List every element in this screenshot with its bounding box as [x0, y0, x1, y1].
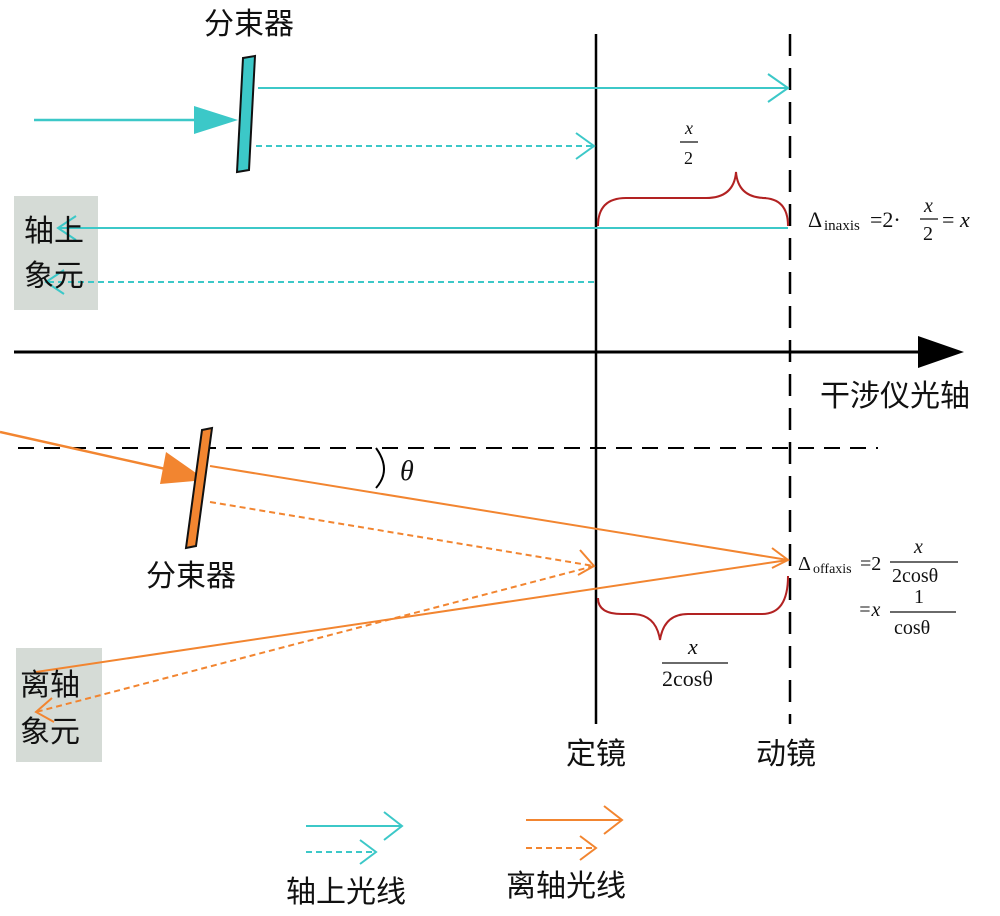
offaxis-subscript: offaxis: [813, 562, 852, 577]
onaxis-incoming-arrowhead: [194, 106, 238, 134]
offaxis-beam-to-fixed-mirror: [209, 501, 595, 567]
offaxis-pixel-label-line1: 离轴: [20, 668, 80, 703]
offaxis-beamsplitter: [184, 426, 214, 550]
offaxis-pixel-label-line2: 象元: [20, 715, 80, 750]
onaxis-pixel-box: [14, 196, 98, 310]
legend-offaxis-dashed-arrowhead: [579, 835, 598, 861]
offaxis-return-arrowhead: [34, 697, 55, 723]
onaxis-beam-arrowhead-1: [767, 73, 790, 103]
offaxis-frac-num: x: [913, 536, 923, 558]
offaxis-frac-den: 2cosθ: [892, 565, 938, 587]
inaxis-delta: Δ: [808, 207, 822, 232]
offaxis-line2-num: 1: [914, 586, 924, 608]
inaxis-result-x: x: [959, 207, 970, 232]
inaxis-eq: =2·: [870, 207, 901, 232]
legend-onaxis-dashed-arrowhead: [359, 839, 378, 865]
offaxis-return-beam-solid: [35, 559, 789, 673]
bottom-brace-den: 2cosθ: [662, 666, 713, 691]
inaxis-subscript: inaxis: [824, 218, 860, 234]
beamsplitter-top-label: 分束器: [204, 7, 294, 42]
offaxis-line2-den: cosθ: [894, 617, 930, 639]
offaxis-eq: =2: [860, 553, 881, 575]
onaxis-beam-arrowhead-2: [575, 132, 596, 160]
legend-onaxis-solid-arrowhead: [383, 811, 404, 841]
onaxis-beamsplitter: [235, 54, 257, 174]
onaxis-pixel-label-line2: 象元: [24, 259, 84, 294]
optical-axis-label: 干涉仪光轴: [820, 379, 970, 414]
onaxis-pixel-label-line1: 轴上: [24, 214, 84, 249]
half-x-denominator: 2: [684, 148, 693, 168]
onaxis-return-arrowhead-2: [44, 269, 65, 295]
legend-offaxis-solid-arrowhead: [603, 805, 624, 835]
offaxis-incoming-arrowhead: [160, 452, 206, 484]
optical-axis-arrowhead: [918, 336, 964, 368]
inaxis-result-eq: =: [942, 207, 954, 232]
moving-mirror-label: 动镜: [756, 737, 816, 772]
beamsplitter-bottom-label: 分束器: [146, 559, 236, 594]
theta-arc: [375, 447, 385, 489]
top-brace: [597, 171, 789, 227]
offaxis-return-beam-dashed: [35, 565, 595, 713]
offaxis-beam-arrowhead-2: [577, 549, 596, 576]
inaxis-frac-den: 2: [923, 223, 933, 245]
onaxis-return-arrowhead-1: [56, 215, 77, 241]
offaxis-incoming-beam: [0, 430, 171, 472]
bottom-brace-num: x: [687, 634, 698, 659]
legend-onaxis-label: 轴上光线: [286, 875, 406, 910]
offaxis-line2-eq: =x: [858, 599, 880, 621]
half-x-numerator: x: [684, 118, 693, 138]
fixed-mirror-label: 定镜: [566, 737, 626, 772]
offaxis-delta: Δ: [798, 553, 811, 575]
legend-offaxis-label: 离轴光线: [506, 869, 626, 904]
offaxis-beam-to-moving-mirror: [209, 465, 789, 561]
bottom-brace: [597, 575, 789, 641]
theta-label: θ: [400, 456, 414, 487]
inaxis-frac-num: x: [923, 195, 933, 217]
